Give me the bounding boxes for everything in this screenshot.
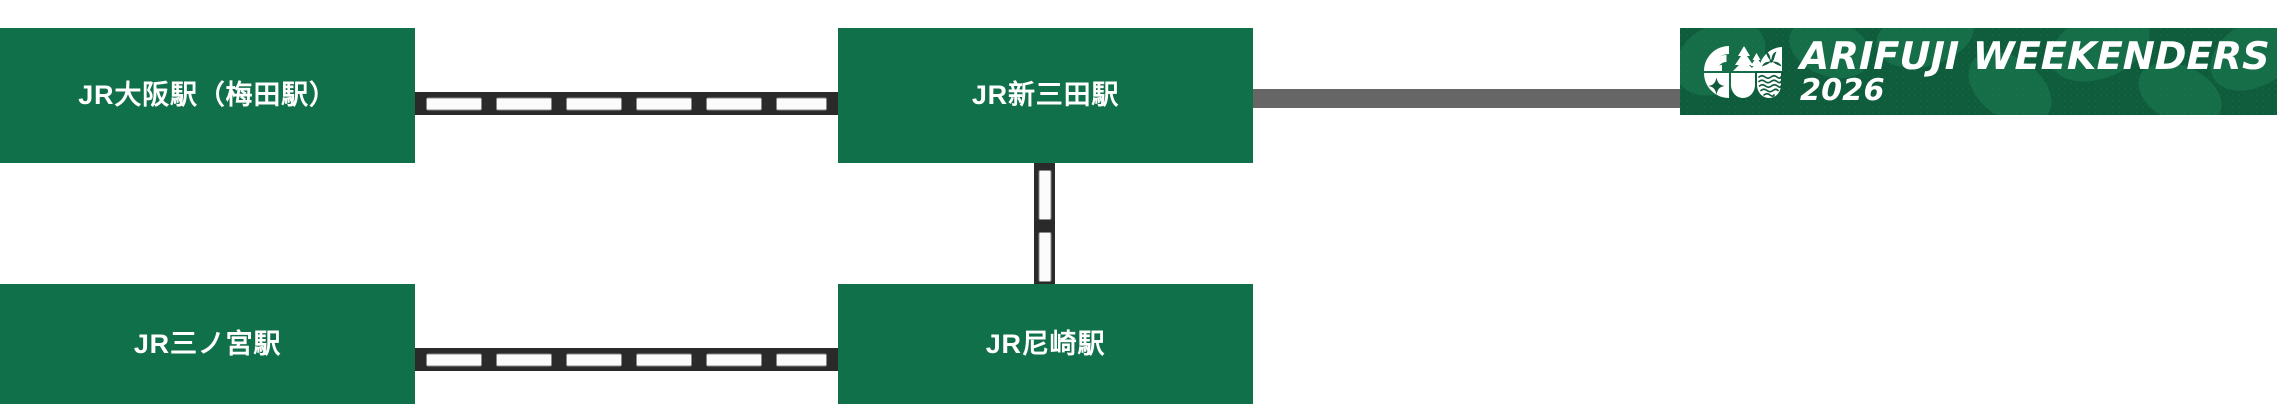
rail-tie [1039, 171, 1050, 219]
station-label-osaka: JR大阪駅（梅田駅） [78, 80, 337, 110]
rail-tie [637, 98, 691, 109]
arifuji-crest-icon [1704, 45, 1782, 98]
rail-tie [1039, 233, 1050, 281]
station-box-osaka[interactable]: JR大阪駅（梅田駅） [0, 28, 415, 163]
rail-tie [427, 354, 481, 365]
rail-connector-sannomiya-to-amagasaki [415, 348, 838, 371]
station-box-amagasaki[interactable]: JR尼崎駅 [838, 284, 1253, 404]
rail-tie [497, 354, 551, 365]
station-box-sannomiya[interactable]: JR三ノ宮駅 [0, 284, 415, 404]
venue-year: 2026 [1799, 72, 1886, 108]
station-label-shinsanda: JR新三田駅 [971, 80, 1120, 110]
station-label-sannomiya: JR三ノ宮駅 [133, 328, 282, 359]
shuttle-connector-line [1253, 89, 1680, 108]
rail-connector-shinsanda-to-amagasaki [1034, 163, 1055, 284]
rail-tie [427, 98, 481, 109]
rail-tie [567, 354, 621, 365]
rail-tie [777, 98, 826, 109]
rail-tie [567, 98, 621, 109]
rail-tie [707, 354, 761, 365]
venue-wordmark: ARIFUJI WEEKENDERS 2026 [1799, 33, 2271, 108]
station-box-shinsanda[interactable]: JR新三田駅 [838, 28, 1253, 163]
station-label-amagasaki: JR尼崎駅 [985, 328, 1106, 359]
rail-tie [637, 354, 691, 365]
rail-tie [777, 354, 826, 365]
rail-tie [497, 98, 551, 109]
venue-logo-banner[interactable]: ARIFUJI WEEKENDERS 2026 [1680, 28, 2277, 115]
rail-tie [707, 98, 761, 109]
rail-connector-osaka-to-shinsanda [415, 92, 838, 115]
venue-title: ARIFUJI WEEKENDERS [1799, 33, 2271, 78]
